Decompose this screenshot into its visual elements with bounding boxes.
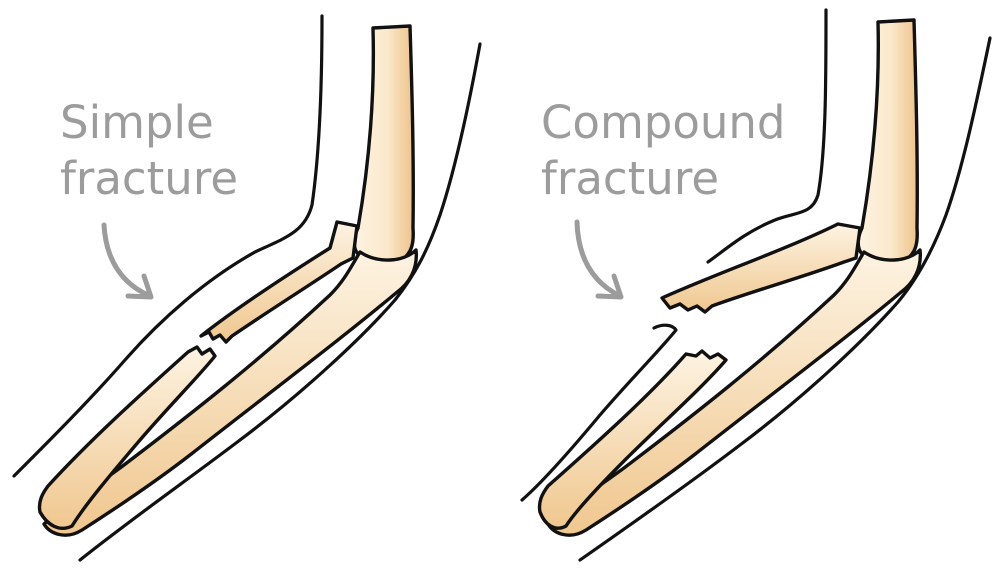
compound-humerus-bone [858,20,917,261]
simple-pointer-arrow [104,225,150,296]
compound-label-line1: Compound [541,96,786,149]
compound-pointer-arrow [577,222,620,296]
simple-humerus-bone [354,26,413,261]
compound-label-line2: fracture [541,152,719,205]
compound-fracture-panel: Compound fracture [522,10,990,560]
simple-fracture-panel: Simple fracture [14,16,480,560]
simple-label-line2: fracture [60,152,238,205]
simple-ulna-bone [44,250,416,535]
simple-label-line1: Simple [60,96,214,149]
